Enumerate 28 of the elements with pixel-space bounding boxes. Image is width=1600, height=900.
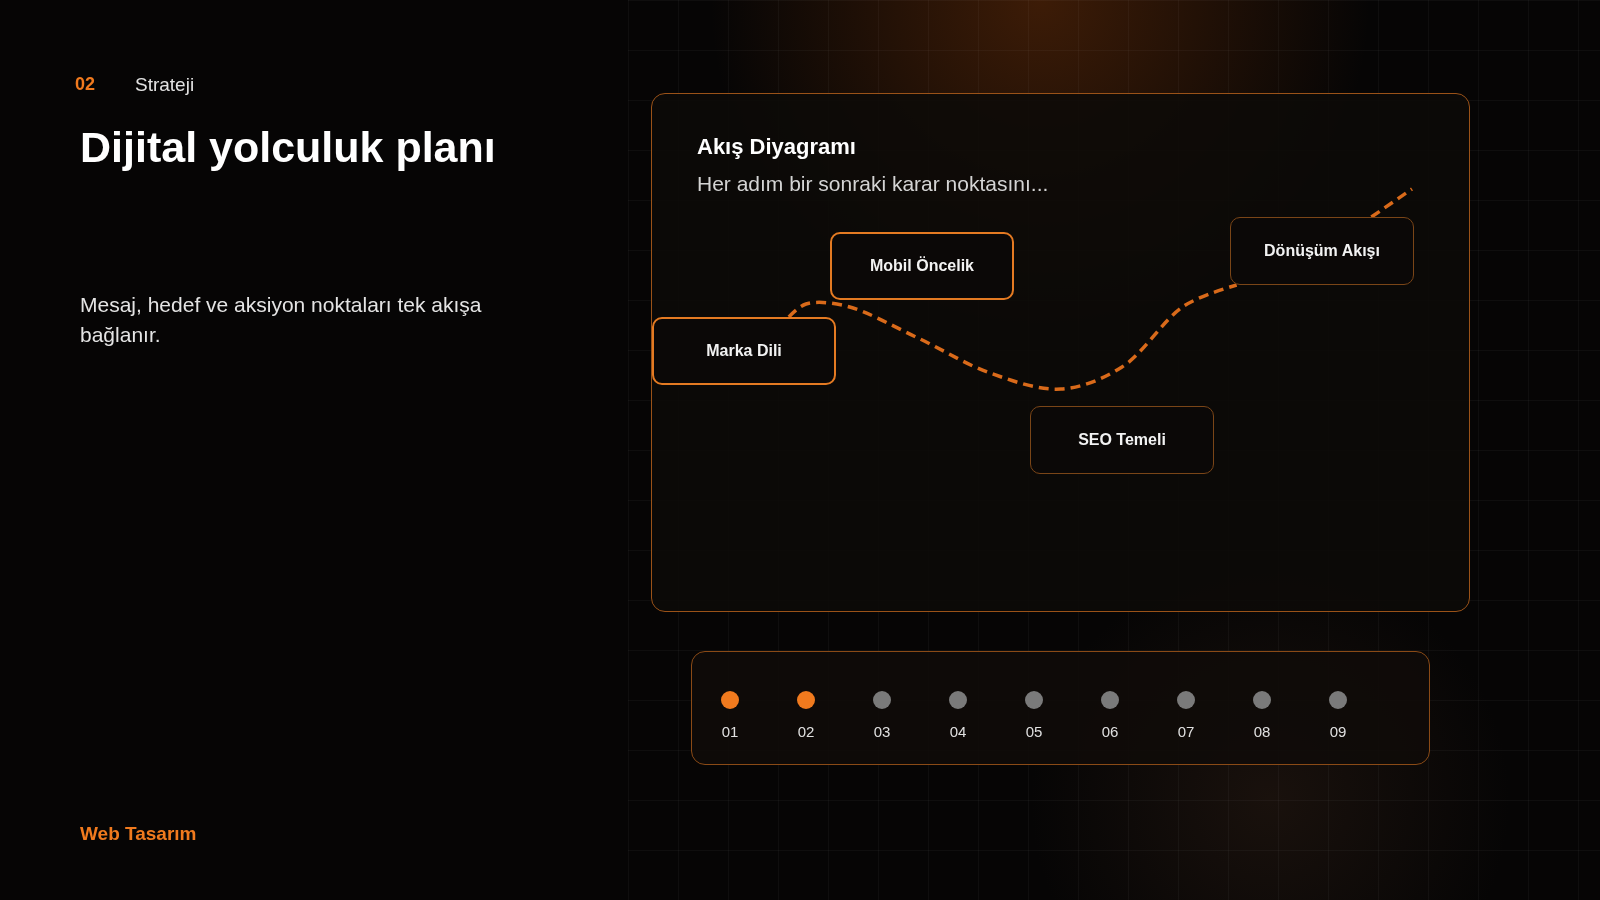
footer-label: Web Tasarım [80,823,197,845]
section-label: Strateji [135,74,195,96]
diagram-panel [651,93,1470,612]
step-number: 08 [1252,723,1272,741]
progress-tracker [691,651,1430,765]
step-number: 06 [1100,723,1120,741]
panel-title: Akış Diyagramı [697,134,856,160]
step-number: 07 [1176,723,1196,741]
box-label: Marka Dili [706,342,782,360]
box-label: SEO Temeli [1078,431,1166,449]
step-number: 09 [1328,723,1348,741]
step-number: 05 [1024,723,1044,741]
panel-subtitle: Her adım bir sonraki karar noktasını... [697,172,1049,196]
process-box [652,317,836,385]
section-number: 02 [75,74,96,95]
box-label: Dönüşüm Akışı [1264,242,1380,260]
process-box [1030,406,1214,474]
step-number: 04 [948,723,968,741]
process-box [830,232,1014,300]
slide-title: Dijital yolculuk planı [80,124,496,172]
step-number: 01 [720,723,740,741]
flow-line [1370,187,1413,219]
description-text: Mesaj, hedef ve aksiyon noktaları tek akışa bağlanır. [80,292,483,349]
box-label: Mobil Öncelik [870,257,974,275]
process-box [1230,217,1414,285]
flow-line [787,283,1238,391]
step-number: 03 [872,723,892,741]
step-number: 02 [796,723,816,741]
